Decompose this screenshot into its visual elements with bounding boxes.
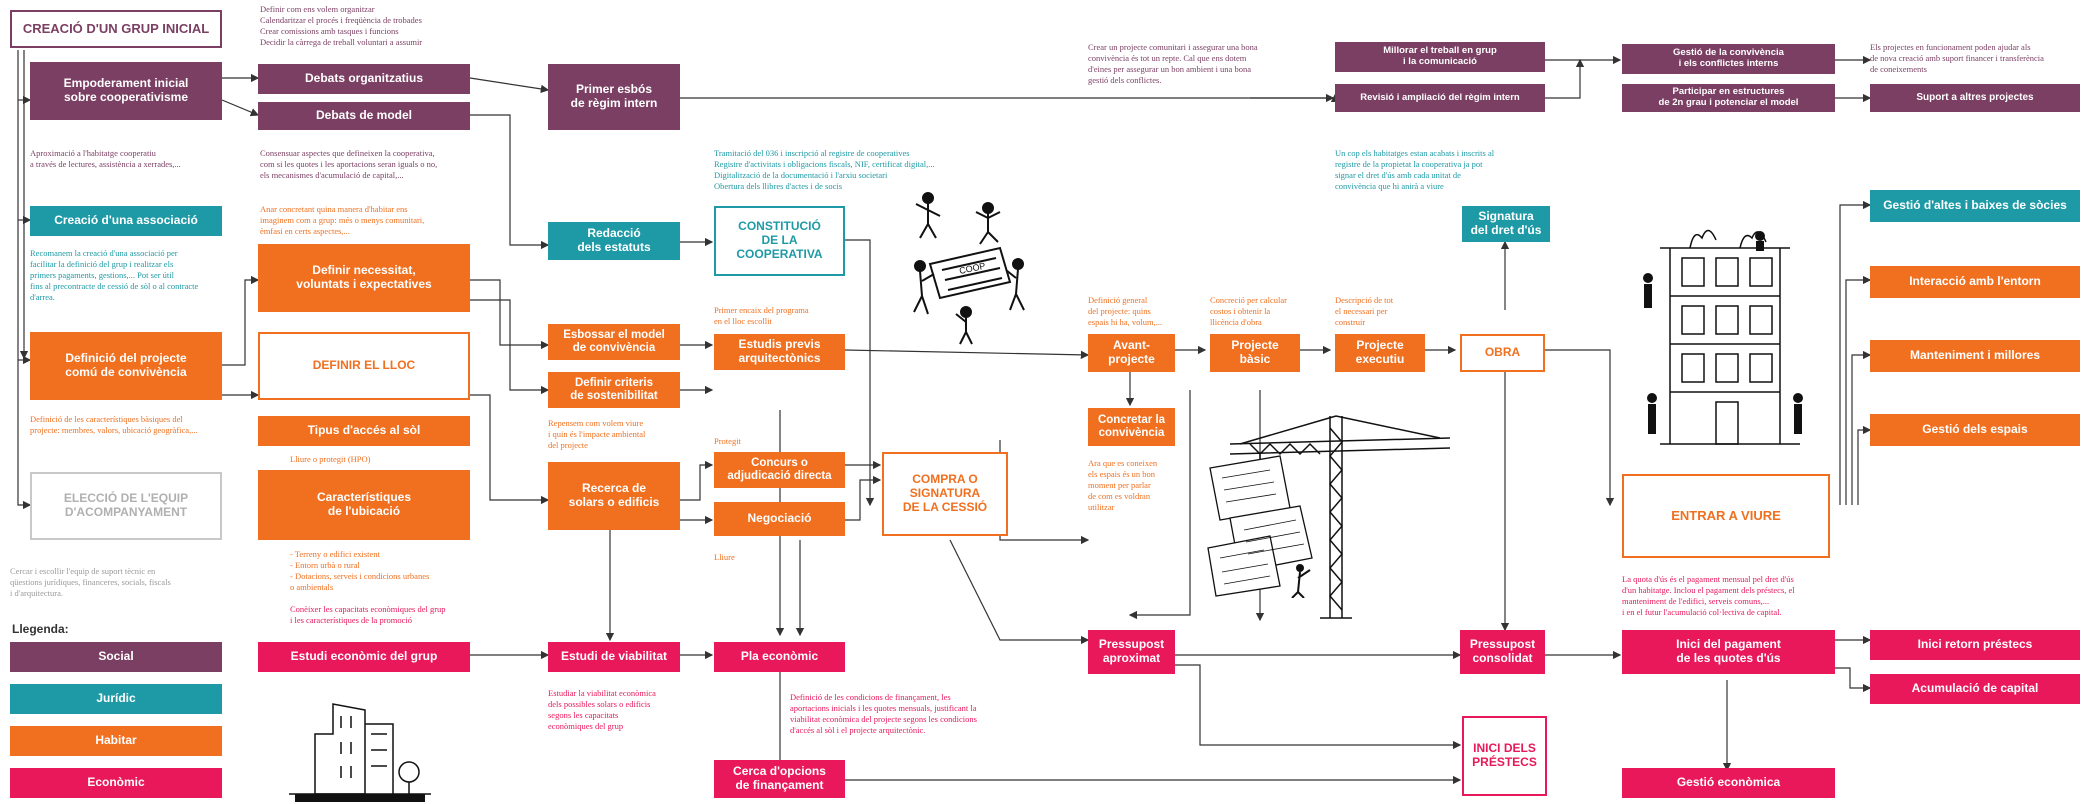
legend-juridic: Jurídic (10, 684, 222, 714)
debats-organitzatius-box: Debats organitzatius (258, 64, 470, 94)
note-model: Consensuar aspectes que defineixen la co… (260, 148, 438, 181)
entrar-viure-box: ENTRAR A VIURE (1622, 474, 1830, 558)
note-caract: - Terreny o edifici existent - Entorn ur… (290, 549, 430, 593)
inici-retorn-box: Inici retorn préstecs (1870, 630, 2080, 660)
projecte-executiu-box: Projecte executiu (1335, 334, 1425, 372)
avantprojecte-box: Avant- projecte (1088, 334, 1175, 372)
legend-title: Llegenda: (12, 622, 69, 636)
note-viabilitat: Estudiar la viabilitat econòmica dels po… (548, 688, 656, 732)
note-primer-encaix: Primer encaix del programa en el lloc es… (714, 305, 809, 327)
gestio-convivencia-box: Gestió de la convivència i els conflicte… (1622, 44, 1835, 74)
acumulacio-capital-box: Acumulació de capital (1870, 674, 2080, 704)
concretar-convivencia-box: Concretar la convivència (1088, 408, 1175, 446)
estudi-economic-box: Estudi econòmic del grup (258, 642, 470, 672)
gestio-altes-box: Gestió d'altes i baixes de sòcies (1870, 190, 2080, 222)
note-comunitari: Crear un projecte comunitari i assegurar… (1088, 42, 1258, 86)
primer-esbos-box: Primer esbós de règim intern (548, 64, 680, 130)
definir-lloc-box: DEFINIR EL LLOC (258, 332, 470, 400)
pla-economic-box: Pla econòmic (714, 642, 845, 672)
tipus-acces-box: Tipus d'accés al sòl (258, 416, 470, 446)
note-concrecio: Concreció per calcular costos i obtenir … (1210, 295, 1287, 328)
note-associacio: Recomanem la creació d'una associació pe… (30, 248, 199, 303)
creacio-grup-box: CREACIÓ D'UN GRUP INICIAL (10, 10, 222, 48)
recerca-solars-box: Recerca de solars o edificis (548, 462, 680, 530)
note-definicio-general: Definició general del projecte: quins es… (1088, 295, 1163, 328)
manteniment-box: Manteniment i millores (1870, 340, 2080, 372)
note-empoderament: Aproximació a l'habitatge cooperatiu a t… (30, 148, 181, 170)
note-descripcio: Descripció de tot el necessari per const… (1335, 295, 1394, 328)
debats-model-box: Debats de model (258, 102, 470, 130)
people-carrying-sign-illustration: COOP (913, 192, 1025, 345)
compra-signatura-box: COMPRA O SIGNATURA DE LA CESSIÓ (882, 452, 1008, 536)
esbossar-model-box: Esbossar el model de convivència (548, 324, 680, 360)
estudi-viabilitat-box: Estudi de viabilitat (548, 642, 680, 672)
note-acces: Lliure o protegit (HPO) (290, 454, 371, 464)
inici-pagament-box: Inici del pagament de les quotes d'ús (1622, 630, 1835, 674)
inici-prestecs-box: INICI DELS PRÉSTECS (1462, 716, 1547, 796)
projecte-basic-box: Projecte bàsic (1210, 334, 1300, 372)
note-quota: La quota d'ús és el pagament mensual pel… (1622, 574, 1795, 618)
criteris-sostenibilitat-box: Definir criteris de sostenibilitat (548, 372, 680, 408)
millorar-box: Millorar el treball en grup i la comunic… (1335, 42, 1545, 72)
creacio-associacio-box: Creació d'una associació (30, 206, 222, 236)
interaccio-entorn-box: Interacció amb l'entorn (1870, 266, 2080, 298)
negociacio-box: Negociació (714, 502, 845, 536)
empoderament-box: Empoderament inicial sobre cooperativism… (30, 62, 222, 120)
signatura-dret-us-box: Signatura del dret d'ús (1462, 206, 1550, 242)
definicio-projecte-box: Definició del projecte comú de convivènc… (30, 332, 222, 400)
legend-social: Social (10, 642, 222, 672)
participar-box: Participar en estructures de 2n grau i p… (1622, 84, 1835, 112)
gestio-espais-box: Gestió dels espais (1870, 414, 2080, 446)
definir-necessitats-box: Definir necessitat, voluntats i expectat… (258, 244, 470, 312)
note-eleccio: Cercar i escollir l'equip de suport tècn… (10, 566, 171, 599)
redaccio-estatuts-box: Redacció dels estatuts (548, 222, 680, 260)
cerca-opcions-box: Cerca d'opcions de finançament (714, 760, 845, 798)
revisio-box: Revisió i ampliació del règim intern (1335, 84, 1545, 112)
note-suport: Els projectes en funcionament poden ajud… (1870, 42, 2044, 75)
eleccio-equip-box: ELECCIÓ DE L'EQUIP D'ACOMPANYAMENT (30, 472, 222, 540)
gestio-economica-box: Gestió econòmica (1622, 768, 1835, 798)
legend-habitar: Habitar (10, 726, 222, 756)
note-definicio: Definició de les característiques bàsiqu… (30, 414, 198, 436)
pressupost-consolidat-box: Pressupost consolidat (1460, 630, 1545, 674)
obra-box: OBRA (1460, 334, 1545, 372)
legend-economic: Econòmic (10, 768, 222, 798)
note-lliure: Lliure (714, 552, 735, 562)
constitucio-cooperativa-box: CONSTITUCIÓ DE LA COOPERATIVA (714, 206, 845, 276)
note-debats: Definir com ens volem organitzar Calenda… (260, 4, 423, 48)
note-signatura: Un cop els habitatges estan acabats i in… (1335, 148, 1495, 192)
pressupost-aproximat-box: Pressupost aproximat (1088, 630, 1175, 674)
buildings-sketch-illustration (289, 703, 431, 802)
suport-box: Suport a altres projectes (1870, 84, 2080, 112)
note-juridic: Tramitació del 036 i inscripció al regis… (714, 148, 935, 192)
note-protegit: Protegit (714, 436, 741, 446)
concurs-box: Concurs o adjudicació directa (714, 452, 845, 488)
note-capacitats: Conèixer les capacitats econòmiques del … (290, 604, 446, 626)
note-financament: Definició de les condicions de finançame… (790, 692, 977, 736)
estudis-previs-box: Estudis previs arquitectònics (714, 334, 845, 370)
caracteristiques-box: Característiques de l'ubicació (258, 470, 470, 540)
note-imaginar: Anar concretant quina manera d'habitar e… (260, 204, 425, 237)
note-ara-que: Ara que es coneixen els espais és un bon… (1088, 458, 1158, 513)
apartment-building-illustration (1643, 229, 1803, 445)
architectural-plans-illustration (1207, 455, 1313, 598)
note-repensem: Repensem com volem viure i quin és l'imp… (548, 418, 646, 451)
